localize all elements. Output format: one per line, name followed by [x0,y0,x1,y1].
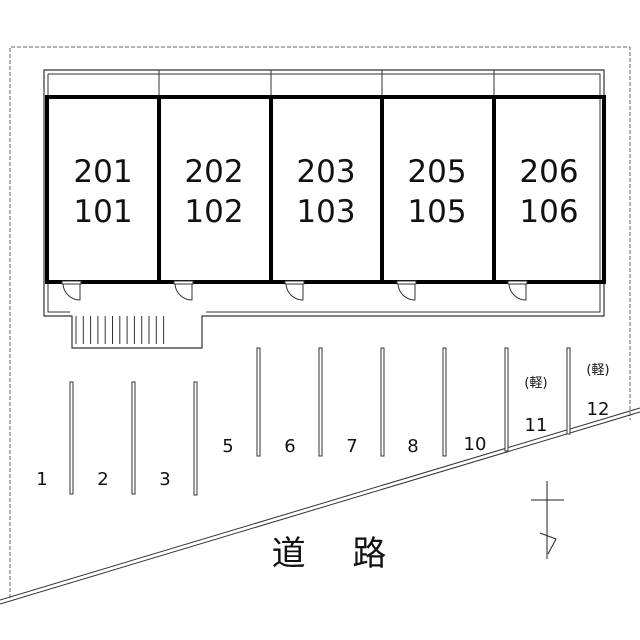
kei-car-note: (軽) [524,376,547,391]
parking-spot-label: 11 [525,415,548,436]
parking-spot-label: 8 [407,436,418,457]
parking-spot-label: 12 [587,399,610,420]
unit-upper: 205 [407,154,466,190]
unit-lower: 101 [73,194,132,230]
unit-lower: 105 [407,194,466,230]
kei-car-note: (軽) [586,363,609,378]
door-icon [507,280,528,301]
rooms-outline [45,95,606,284]
road-label: 道 路 [272,534,405,574]
unit-upper: 203 [296,154,355,190]
door-icon [284,280,305,301]
unit-upper: 202 [184,154,243,190]
north-arrow-icon [531,481,564,559]
parking-spot-label: 7 [346,436,357,457]
stairs [75,316,165,344]
unit-upper: 206 [519,154,578,190]
room-dividers [157,97,496,282]
parking-spot-label: 6 [284,436,295,457]
parking-spot-label: 2 [97,469,108,490]
unit-lower: 102 [184,194,243,230]
parking-spot-label: 10 [464,434,487,455]
room-labels: 201 101 202 102 203 103 205 105 206 106 [73,154,578,230]
building-inner-outline [47,73,601,313]
parking-spot-label: 5 [222,436,233,457]
site-boundary [9,46,631,598]
parking-spot-label: 3 [159,469,170,490]
door-icon [173,280,194,301]
parking-spot-label: 1 [36,469,47,490]
door-icon [396,280,417,301]
door-icon [61,280,82,301]
parking-labels: 1 2 3 5 6 7 8 10 (軽) 11 (軽) 12 [36,363,609,490]
doors [61,280,528,301]
parking-dividers [69,347,571,496]
balcony-dividers [158,70,495,97]
unit-lower: 106 [519,194,578,230]
unit-upper: 201 [73,154,132,190]
unit-lower: 103 [296,194,355,230]
road-edge [0,407,640,605]
